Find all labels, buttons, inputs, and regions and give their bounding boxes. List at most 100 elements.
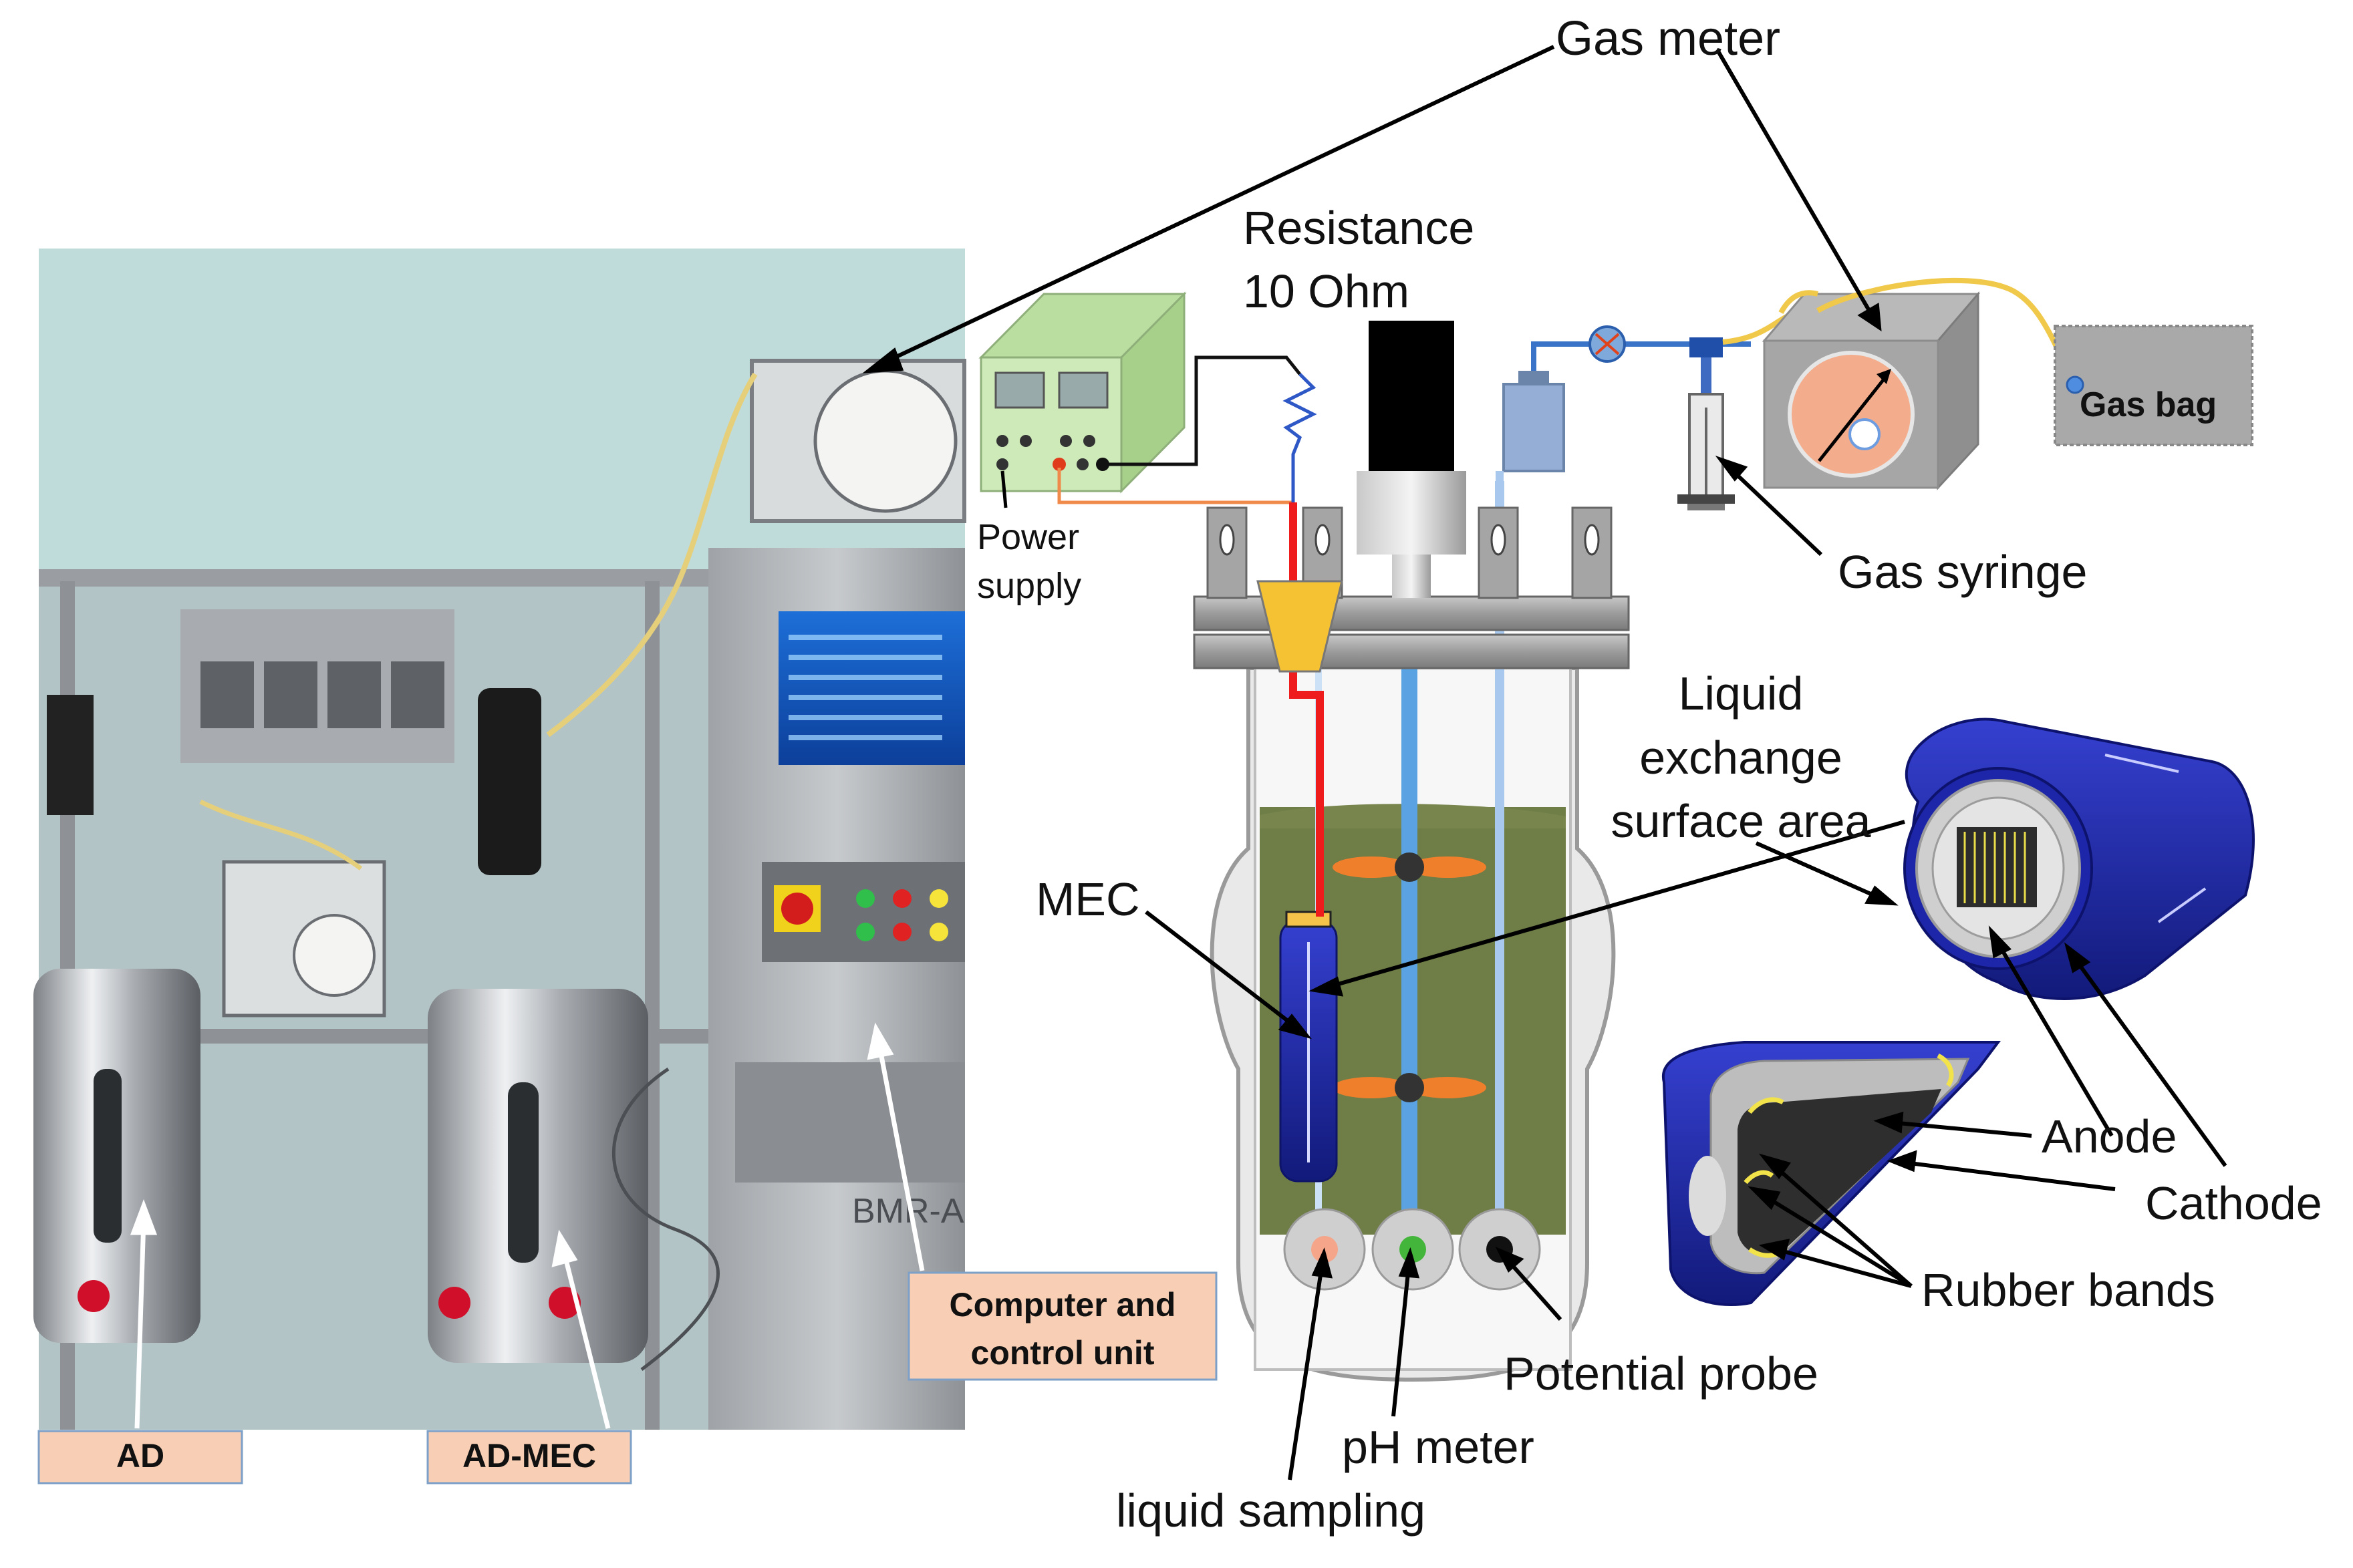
liquid-sampling-leader <box>1288 1265 1324 1480</box>
stirrer-coupling <box>1357 471 1466 555</box>
gas-syringe-leader-head <box>1715 456 1748 482</box>
label-power-supply-line1: Power <box>977 517 1079 557</box>
rubber-bands-leader-head <box>1758 1153 1791 1179</box>
rubber-band <box>1937 1053 1954 1087</box>
power-supply-leader <box>1000 470 1008 508</box>
potential-probe-leader <box>1505 1258 1562 1321</box>
power-supply-display <box>994 371 1045 409</box>
gas-meter-needle-tip <box>1877 369 1891 384</box>
label-liquid-exchange-line2: exchange <box>1639 732 1842 784</box>
mec-leader-head <box>1278 1013 1312 1040</box>
label-ph-meter: pH meter <box>1342 1421 1534 1473</box>
gas-meter-dial <box>1788 351 1915 478</box>
power-supply-terminal <box>996 458 1008 470</box>
clamp-slots <box>1219 524 1600 556</box>
electrode-section-anode <box>1738 1089 1941 1257</box>
label-liquid-sampling: liquid sampling <box>1116 1484 1425 1537</box>
photo-switch-knob <box>781 893 813 925</box>
ad-mec-arrowhead <box>551 1229 578 1267</box>
photo-control-screen <box>779 611 965 765</box>
wire-black <box>1103 355 1301 466</box>
liquid-sampling-leader-head <box>1311 1247 1333 1279</box>
stirrer-shaft <box>1392 555 1431 598</box>
impeller-lower <box>1333 1073 1486 1102</box>
photo-arrows <box>130 1022 925 1429</box>
ad-arrowhead <box>130 1199 158 1235</box>
gas-syringe-base <box>1677 494 1735 504</box>
anode-leader-cyl <box>1996 942 2114 1137</box>
power-supply-terminal <box>1020 435 1032 447</box>
photo-pump <box>327 661 381 728</box>
leader-lines <box>862 45 2227 1480</box>
label-computer-control-line2: control unit <box>971 1334 1155 1372</box>
label-gas-bag: Gas bag <box>2080 385 2217 424</box>
gas-outlet-bottle <box>1502 383 1565 472</box>
power-supply-terminal <box>1060 435 1072 447</box>
label-gas-syringe: Gas syringe <box>1838 546 2087 598</box>
cathode-leader-section <box>1904 1160 2116 1191</box>
gas-syringe <box>1677 337 1735 510</box>
label-cathode: Cathode <box>2145 1177 2322 1229</box>
photo-frame-rail <box>39 569 714 587</box>
potential-probe-leader-head <box>1495 1247 1524 1273</box>
photo-indicator-yellow <box>930 923 948 941</box>
rubber-bands-leader <box>1776 1247 1912 1288</box>
ad-mec-arrow <box>561 1249 611 1429</box>
gas-bag-box <box>2054 325 2253 446</box>
rubber-bands-leader <box>1763 1194 1913 1288</box>
label-power-supply-line2: supply <box>977 566 1081 606</box>
liquid-exchange-leader-cyl-head <box>1864 885 1899 906</box>
photo-reactor-admec-motor <box>478 688 541 875</box>
label-anode: Anode <box>2042 1110 2177 1162</box>
photo-reactor-ad-window <box>94 1069 122 1243</box>
photo-indicator-red <box>893 889 912 908</box>
gas-line <box>1531 341 1751 371</box>
photo-screen-rows <box>789 635 942 740</box>
photo-indicator-green <box>856 923 875 941</box>
electrode-section-end <box>1689 1156 1726 1236</box>
gas-valve-mark <box>1595 333 1620 355</box>
liquid-exchange-leader-mec <box>1326 820 1905 989</box>
mec-electrode-cap <box>1285 911 1332 928</box>
anode-leader-section <box>1891 1120 2032 1138</box>
power-supply-terminal <box>1083 435 1095 447</box>
control-unit-arrow <box>876 1042 925 1271</box>
gas-meter-subdial <box>1848 418 1881 450</box>
power-supply-terminal <box>1077 458 1089 470</box>
anode-leader-section-head <box>1873 1111 1904 1134</box>
stirrer-motor <box>1369 321 1454 471</box>
ph-meter-leader-head <box>1398 1247 1420 1279</box>
liquid-exchange-leader-cyl <box>1755 841 1883 901</box>
photo-pump <box>391 661 444 728</box>
label-liquid-exchange-line3: surface area <box>1611 795 1871 847</box>
photo-wall-gas-meter-dial <box>813 369 958 513</box>
potential-probe-tube <box>1495 481 1504 1239</box>
electrode-seam <box>2104 754 2179 773</box>
head-plate-upper <box>1193 595 1630 631</box>
rubber-band <box>1744 1170 1774 1185</box>
ad-arrow <box>134 1219 146 1429</box>
gas-meter-leader-photo-head <box>862 347 904 373</box>
gas-meter-leader-box <box>1715 49 1873 315</box>
label-box-ad-mec: AD-MEC <box>426 1430 632 1484</box>
gas-meter-box <box>1762 291 1981 490</box>
gas-outlet-cap <box>1518 371 1549 385</box>
electrode-anode-mesh <box>1957 827 2037 907</box>
feed-funnel <box>1256 580 1343 673</box>
label-rubber-bands: Rubber bands <box>1921 1264 2215 1316</box>
head-plate-lower <box>1193 633 1630 669</box>
port-ph-meter-dot <box>1399 1236 1426 1263</box>
ph-meter-leader <box>1391 1265 1411 1417</box>
label-resistance-line2: 10 Ohm <box>1243 265 1409 317</box>
electrode-mesh-lines <box>1963 832 2026 903</box>
photo-indicator-red <box>893 923 912 941</box>
liquid-exchange-leader-mec-head <box>1308 976 1344 997</box>
photo-small-gas-meter-dial <box>293 914 376 997</box>
label-potential-probe: Potential probe <box>1504 1348 1818 1400</box>
reactor-photo: BMR-A <box>33 249 966 1430</box>
rubber-bands-leader-head <box>1748 1186 1781 1211</box>
gas-syringe-valve <box>1689 337 1723 357</box>
label-liquid-exchange-line1: Liquid <box>1679 667 1804 720</box>
electrode-section <box>1661 1041 2001 1306</box>
